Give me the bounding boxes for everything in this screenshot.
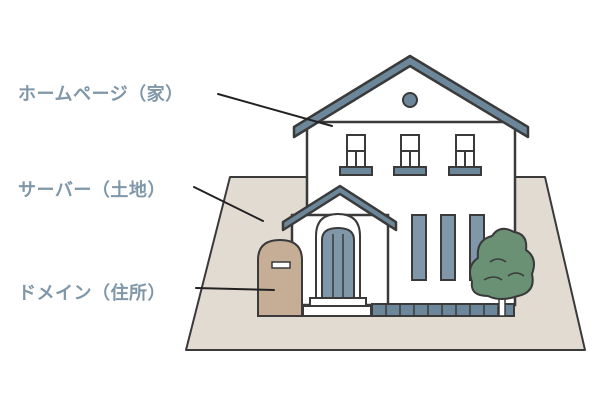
leader-line-homepage — [217, 93, 333, 127]
tree-icon — [469, 227, 535, 317]
house-roof — [292, 54, 530, 139]
front-step-bottom — [302, 305, 372, 317]
fence — [371, 303, 515, 317]
attic-window — [402, 92, 418, 108]
porch-roof — [281, 184, 398, 232]
label-domain: ドメイン（住所） — [18, 283, 166, 304]
front-step-top — [309, 297, 367, 307]
leader-line-domain — [195, 287, 275, 291]
label-server: サーバー（土地） — [18, 180, 166, 201]
mailbox-icon — [257, 238, 303, 317]
upper-windows — [339, 134, 482, 176]
label-homepage: ホームページ（家） — [18, 84, 184, 105]
leader-line-server — [193, 186, 264, 222]
front-door — [321, 226, 355, 299]
